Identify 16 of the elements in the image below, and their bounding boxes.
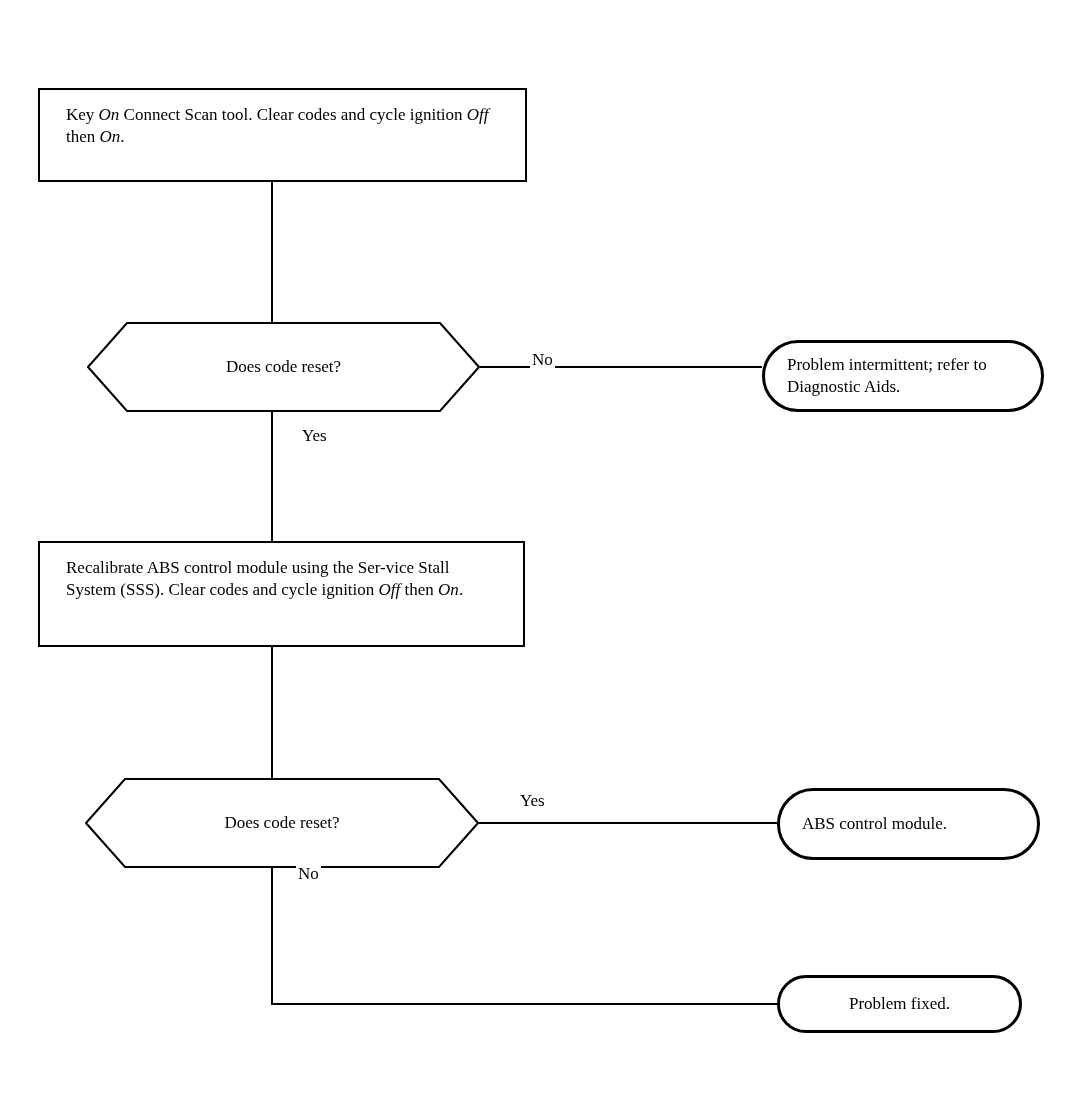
process-box (38, 88, 527, 182)
connector-line (479, 366, 763, 368)
step-text: Does code reset? (225, 355, 342, 378)
step-text: Problem fixed. (848, 992, 950, 1015)
step-text: Problem intermittent; refer to Diagnostic Aids. (787, 353, 988, 398)
connector-line (271, 646, 273, 779)
connector-line (271, 411, 273, 542)
step-text: ABS control module. (802, 812, 947, 835)
step-text: Key On Connect Scan tool. Clear codes and cycle ignition Off then On. (66, 104, 492, 149)
step-text: Recalibrate ABS control module using the Ser-vice Stall System (SSS). Clear codes and cycle ignition Off then On. (66, 557, 465, 602)
connector-line (478, 822, 778, 824)
step-text: Does code reset? (224, 811, 340, 834)
terminal-box (777, 975, 1022, 1033)
process-box (38, 541, 525, 647)
connector-line (271, 867, 778, 1005)
connector-line (271, 181, 273, 323)
